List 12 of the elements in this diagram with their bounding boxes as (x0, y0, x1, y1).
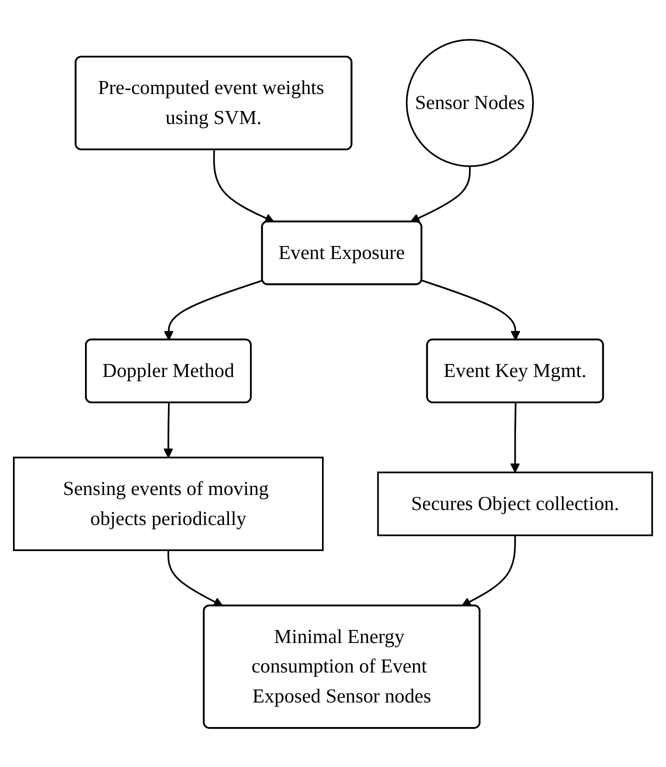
flowchart: Pre-computed event weights using SVM. Sensor Nodes Event Exposure Doppler Method Event Key Mgmt. Sensing events of moving objects periodically Secures Object collection. Minimal Energy consumption of Event Exposed Sensor nodes (5, 30, 661, 736)
node-box (13, 456, 324, 551)
node-box (377, 471, 653, 536)
arrow (164, 279, 263, 340)
arrow (213, 150, 274, 222)
arrow (410, 166, 471, 222)
node-circle (406, 38, 534, 167)
arrow (168, 550, 224, 606)
arrow (163, 402, 174, 458)
arrow (422, 279, 520, 340)
arrow (510, 402, 520, 472)
arrow (461, 534, 516, 606)
